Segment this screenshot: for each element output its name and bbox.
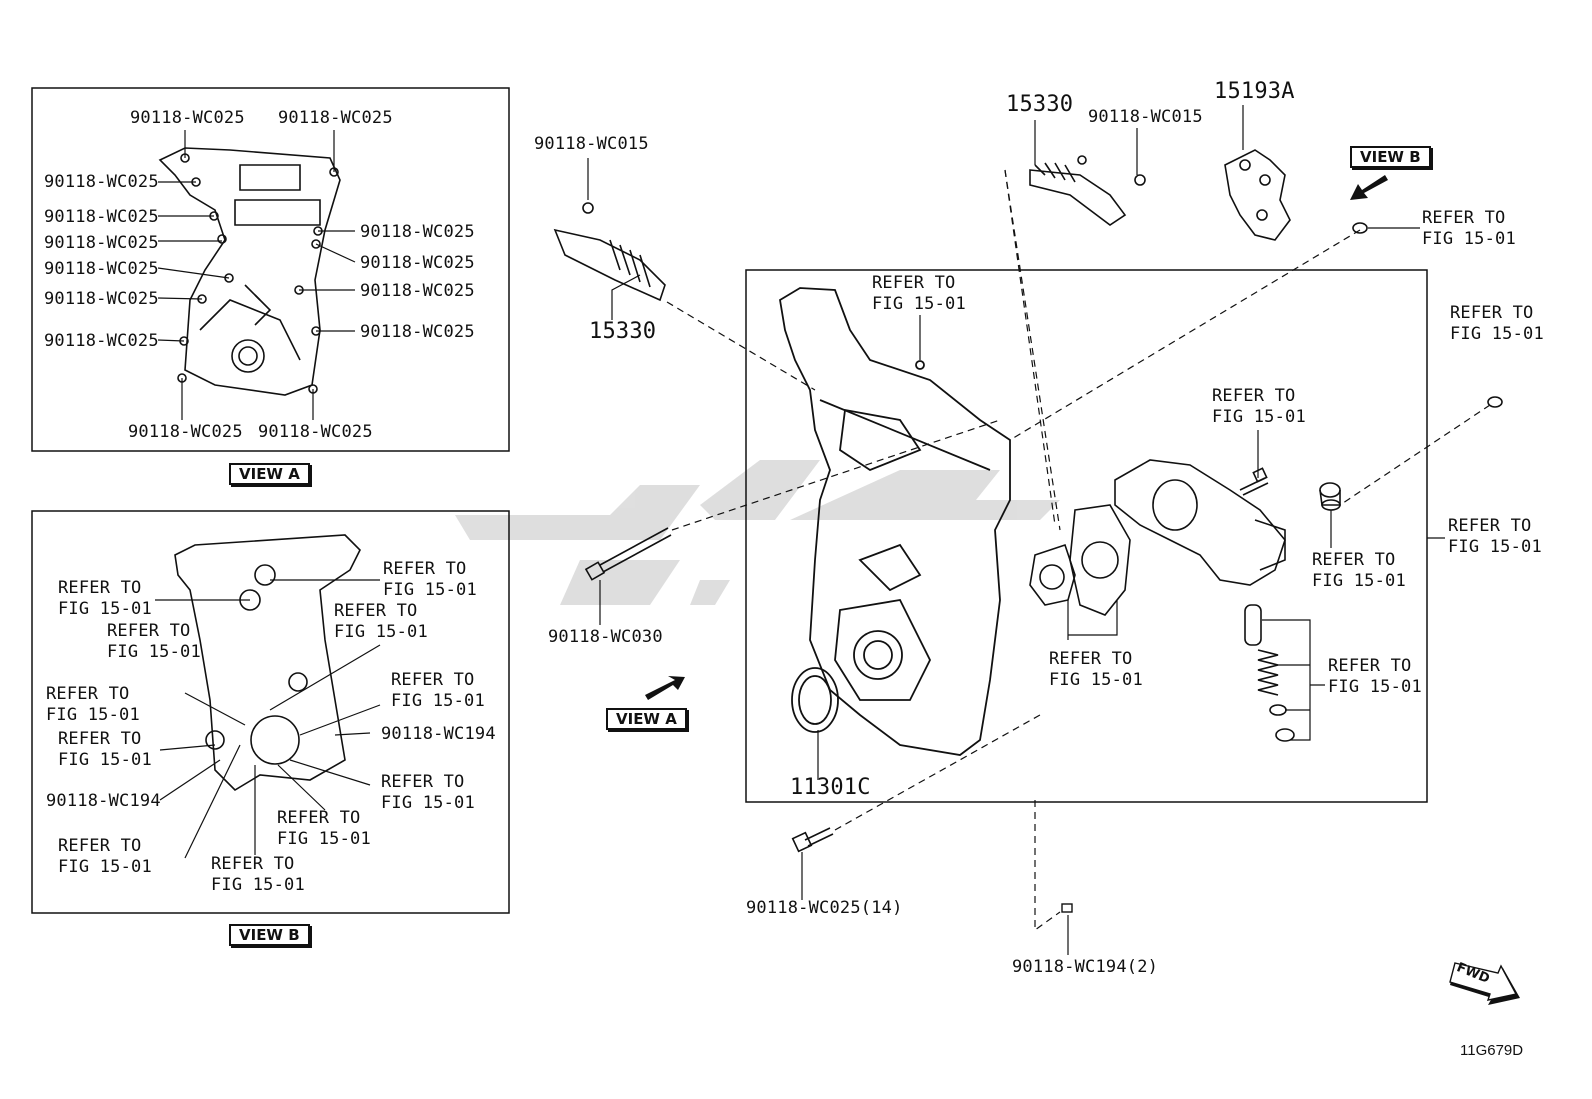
main-assembly-frame (745, 269, 1428, 803)
view-b-wc194-right: 90118-WC194 (381, 724, 496, 744)
drawing-code: 11G679D (1460, 1042, 1524, 1059)
view-b-refer-1: REFER TO FIG 15-01 (58, 578, 152, 619)
view-b-arrow (1350, 175, 1388, 200)
cover-bolt (791, 827, 834, 853)
long-bolt (584, 527, 672, 581)
view-a-callout-tag: VIEW A (606, 708, 687, 730)
view-b-refer-8: REFER TO FIG 15-01 (381, 772, 475, 813)
label-15330-left: 15330 (589, 319, 657, 344)
label-refer-rotors: REFER TO FIG 15-01 (1049, 649, 1143, 690)
label-90118-wc194-2: 90118-WC194(2) (1012, 957, 1159, 977)
pump-bolt (1239, 467, 1269, 496)
label-refer-relief: REFER TO FIG 15-01 (1328, 656, 1422, 697)
dashed-guide-lines (666, 169, 1491, 932)
view-a-label-11: 90118-WC025 (360, 222, 475, 242)
view-a-label-6: 90118-WC025 (44, 259, 159, 279)
label-90118-wc015-top: 90118-WC015 (1088, 107, 1203, 127)
gasket-15193a (1224, 149, 1291, 241)
fwd-arrow-icon (1449, 962, 1520, 1005)
view-a-label-7: 90118-WC025 (44, 289, 159, 309)
label-15330-top: 15330 (1006, 92, 1074, 117)
view-b-frame (31, 510, 510, 914)
main-leader-lines (587, 105, 1445, 955)
view-a-frame (31, 87, 510, 452)
view-a-label-3: 90118-WC025 (44, 172, 159, 192)
view-a-label-12: 90118-WC025 (360, 253, 475, 273)
view-a-label-14: 90118-WC025 (360, 322, 475, 342)
bushing (1319, 482, 1341, 511)
label-11301c: 11301C (790, 775, 871, 800)
view-a-label-9: 90118-WC025 (128, 422, 243, 442)
view-b-refer-5: REFER TO FIG 15-01 (46, 684, 140, 725)
view-b-wc194-left: 90118-WC194 (46, 791, 161, 811)
view-a-label-8: 90118-WC025 (44, 331, 159, 351)
view-a-label-2: 90118-WC025 (278, 108, 393, 128)
view-b-leader-lines (155, 579, 381, 859)
view-b-cover-drawing (174, 534, 361, 792)
view-b-callout-tag: VIEW B (1350, 146, 1431, 168)
view-a-cover-drawing (158, 147, 341, 396)
oil-pump-rotors (1029, 504, 1131, 616)
view-b-refer-2: REFER TO FIG 15-01 (383, 559, 477, 600)
view-a-arrow (645, 676, 685, 700)
view-a-label-10: 90118-WC025 (258, 422, 373, 442)
view-a-label-4: 90118-WC025 (44, 207, 159, 227)
label-90118-wc015-left: 90118-WC015 (534, 134, 649, 154)
view-a-label-5: 90118-WC025 (44, 233, 159, 253)
label-90118-wc025-14: 90118-WC025(14) (746, 898, 903, 918)
dowel-pin (1061, 903, 1073, 913)
label-refer-bushing: REFER TO FIG 15-01 (1312, 550, 1406, 591)
label-90118-wc030: 90118-WC030 (548, 627, 663, 647)
view-b-refer-6: REFER TO FIG 15-01 (391, 670, 485, 711)
oil-control-valve-top (1029, 155, 1146, 226)
view-b-refer-4: REFER TO FIG 15-01 (334, 601, 428, 642)
view-b-refer-7: REFER TO FIG 15-01 (58, 729, 152, 770)
label-refer-cover-top: REFER TO FIG 15-01 (872, 273, 966, 314)
view-a-label-13: 90118-WC025 (360, 281, 475, 301)
label-refer-far-right-top: REFER TO FIG 15-01 (1450, 303, 1544, 344)
view-b-tag: VIEW B (229, 924, 310, 946)
label-refer-pump-bolt: REFER TO FIG 15-01 (1212, 386, 1306, 427)
label-15193a: 15193A (1214, 79, 1295, 104)
label-refer-top-right: REFER TO FIG 15-01 (1422, 208, 1516, 249)
label-refer-right-bracket: REFER TO FIG 15-01 (1448, 516, 1542, 557)
view-b-refer-9: REFER TO FIG 15-01 (277, 808, 371, 849)
oil-pump-body (1114, 459, 1286, 586)
oil-control-valve-left (553, 202, 666, 302)
view-b-refer-10: REFER TO FIG 15-01 (58, 836, 152, 877)
view-a-label-1: 90118-WC025 (130, 108, 245, 128)
relief-valve-parts (1244, 604, 1295, 742)
view-a-tag: VIEW A (229, 463, 310, 485)
timing-chain-cover-drawing (779, 287, 1011, 756)
view-b-refer-11: REFER TO FIG 15-01 (211, 854, 305, 895)
oil-seal-11301c (791, 667, 839, 733)
view-b-refer-3: REFER TO FIG 15-01 (107, 621, 201, 662)
watermark-logo (455, 460, 1060, 605)
o-rings (1352, 222, 1503, 408)
view-a-leader-lines (157, 130, 356, 420)
